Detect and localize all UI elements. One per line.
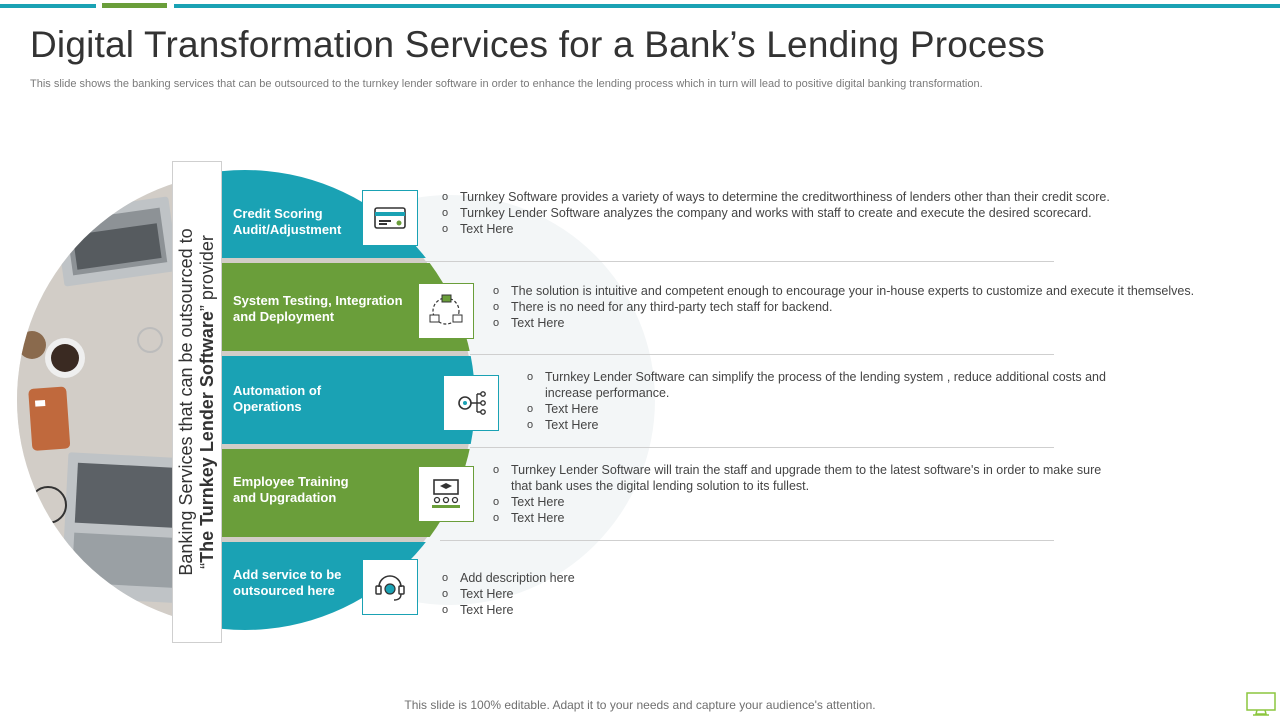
credit-card-icon <box>362 190 418 246</box>
list-item: Text Here <box>527 401 1152 417</box>
vertical-label: Banking Services that can be outsourced … <box>176 192 218 612</box>
list-item: Text Here <box>442 586 842 602</box>
list-item: Text Here <box>493 510 1118 526</box>
list-item: Turnkey Lender Software analyzes the com… <box>442 205 1232 221</box>
service-bullets-automation: Turnkey Lender Software can simplify the… <box>527 369 1152 433</box>
list-item: Turnkey Software provides a variety of w… <box>442 189 1232 205</box>
top-accent-bar-teal-left <box>0 4 96 8</box>
vertical-label-line2: “The Turnkey Lender Software” provider <box>197 235 217 569</box>
list-item: Turnkey Lender Software will train the s… <box>493 462 1118 494</box>
service-bullets-employee-training: Turnkey Lender Software will train the s… <box>493 462 1118 526</box>
list-item: Text Here <box>527 417 1152 433</box>
page-subtitle: This slide shows the banking services th… <box>30 78 983 90</box>
support-headset-icon <box>362 559 418 615</box>
service-bullets-credit-scoring: Turnkey Software provides a variety of w… <box>442 189 1232 237</box>
monitor-icon <box>1246 692 1276 716</box>
section-divider <box>470 447 1054 448</box>
integration-cycle-icon <box>418 283 474 339</box>
training-board-icon <box>418 466 474 522</box>
footer-note: This slide is 100% editable. Adapt it to… <box>404 698 876 712</box>
list-item: There is no need for any third-party tec… <box>493 299 1253 315</box>
top-accent-bar-teal-right <box>174 4 1280 8</box>
list-item: Turnkey Lender Software can simplify the… <box>527 369 1152 401</box>
service-bullets-system-testing: The solution is intuitive and competent … <box>493 283 1253 331</box>
list-item: Text Here <box>493 494 1118 510</box>
list-item: Text Here <box>442 221 1232 237</box>
vertical-label-box <box>172 161 222 643</box>
section-divider <box>440 540 1054 541</box>
service-bullets-add-service: Add description here Text Here Text Here <box>442 570 842 618</box>
top-accent-bar-green <box>102 3 167 8</box>
vertical-label-line1: Banking Services that can be outsourced … <box>176 228 196 576</box>
list-item: Text Here <box>442 602 842 618</box>
list-item: Add description here <box>442 570 842 586</box>
section-divider <box>420 261 1054 262</box>
section-divider <box>470 354 1054 355</box>
list-item: Text Here <box>493 315 1253 331</box>
list-item: The solution is intuitive and competent … <box>493 283 1253 299</box>
page-title: Digital Transformation Services for a Ba… <box>30 24 1045 65</box>
automation-gear-icon <box>443 375 499 431</box>
